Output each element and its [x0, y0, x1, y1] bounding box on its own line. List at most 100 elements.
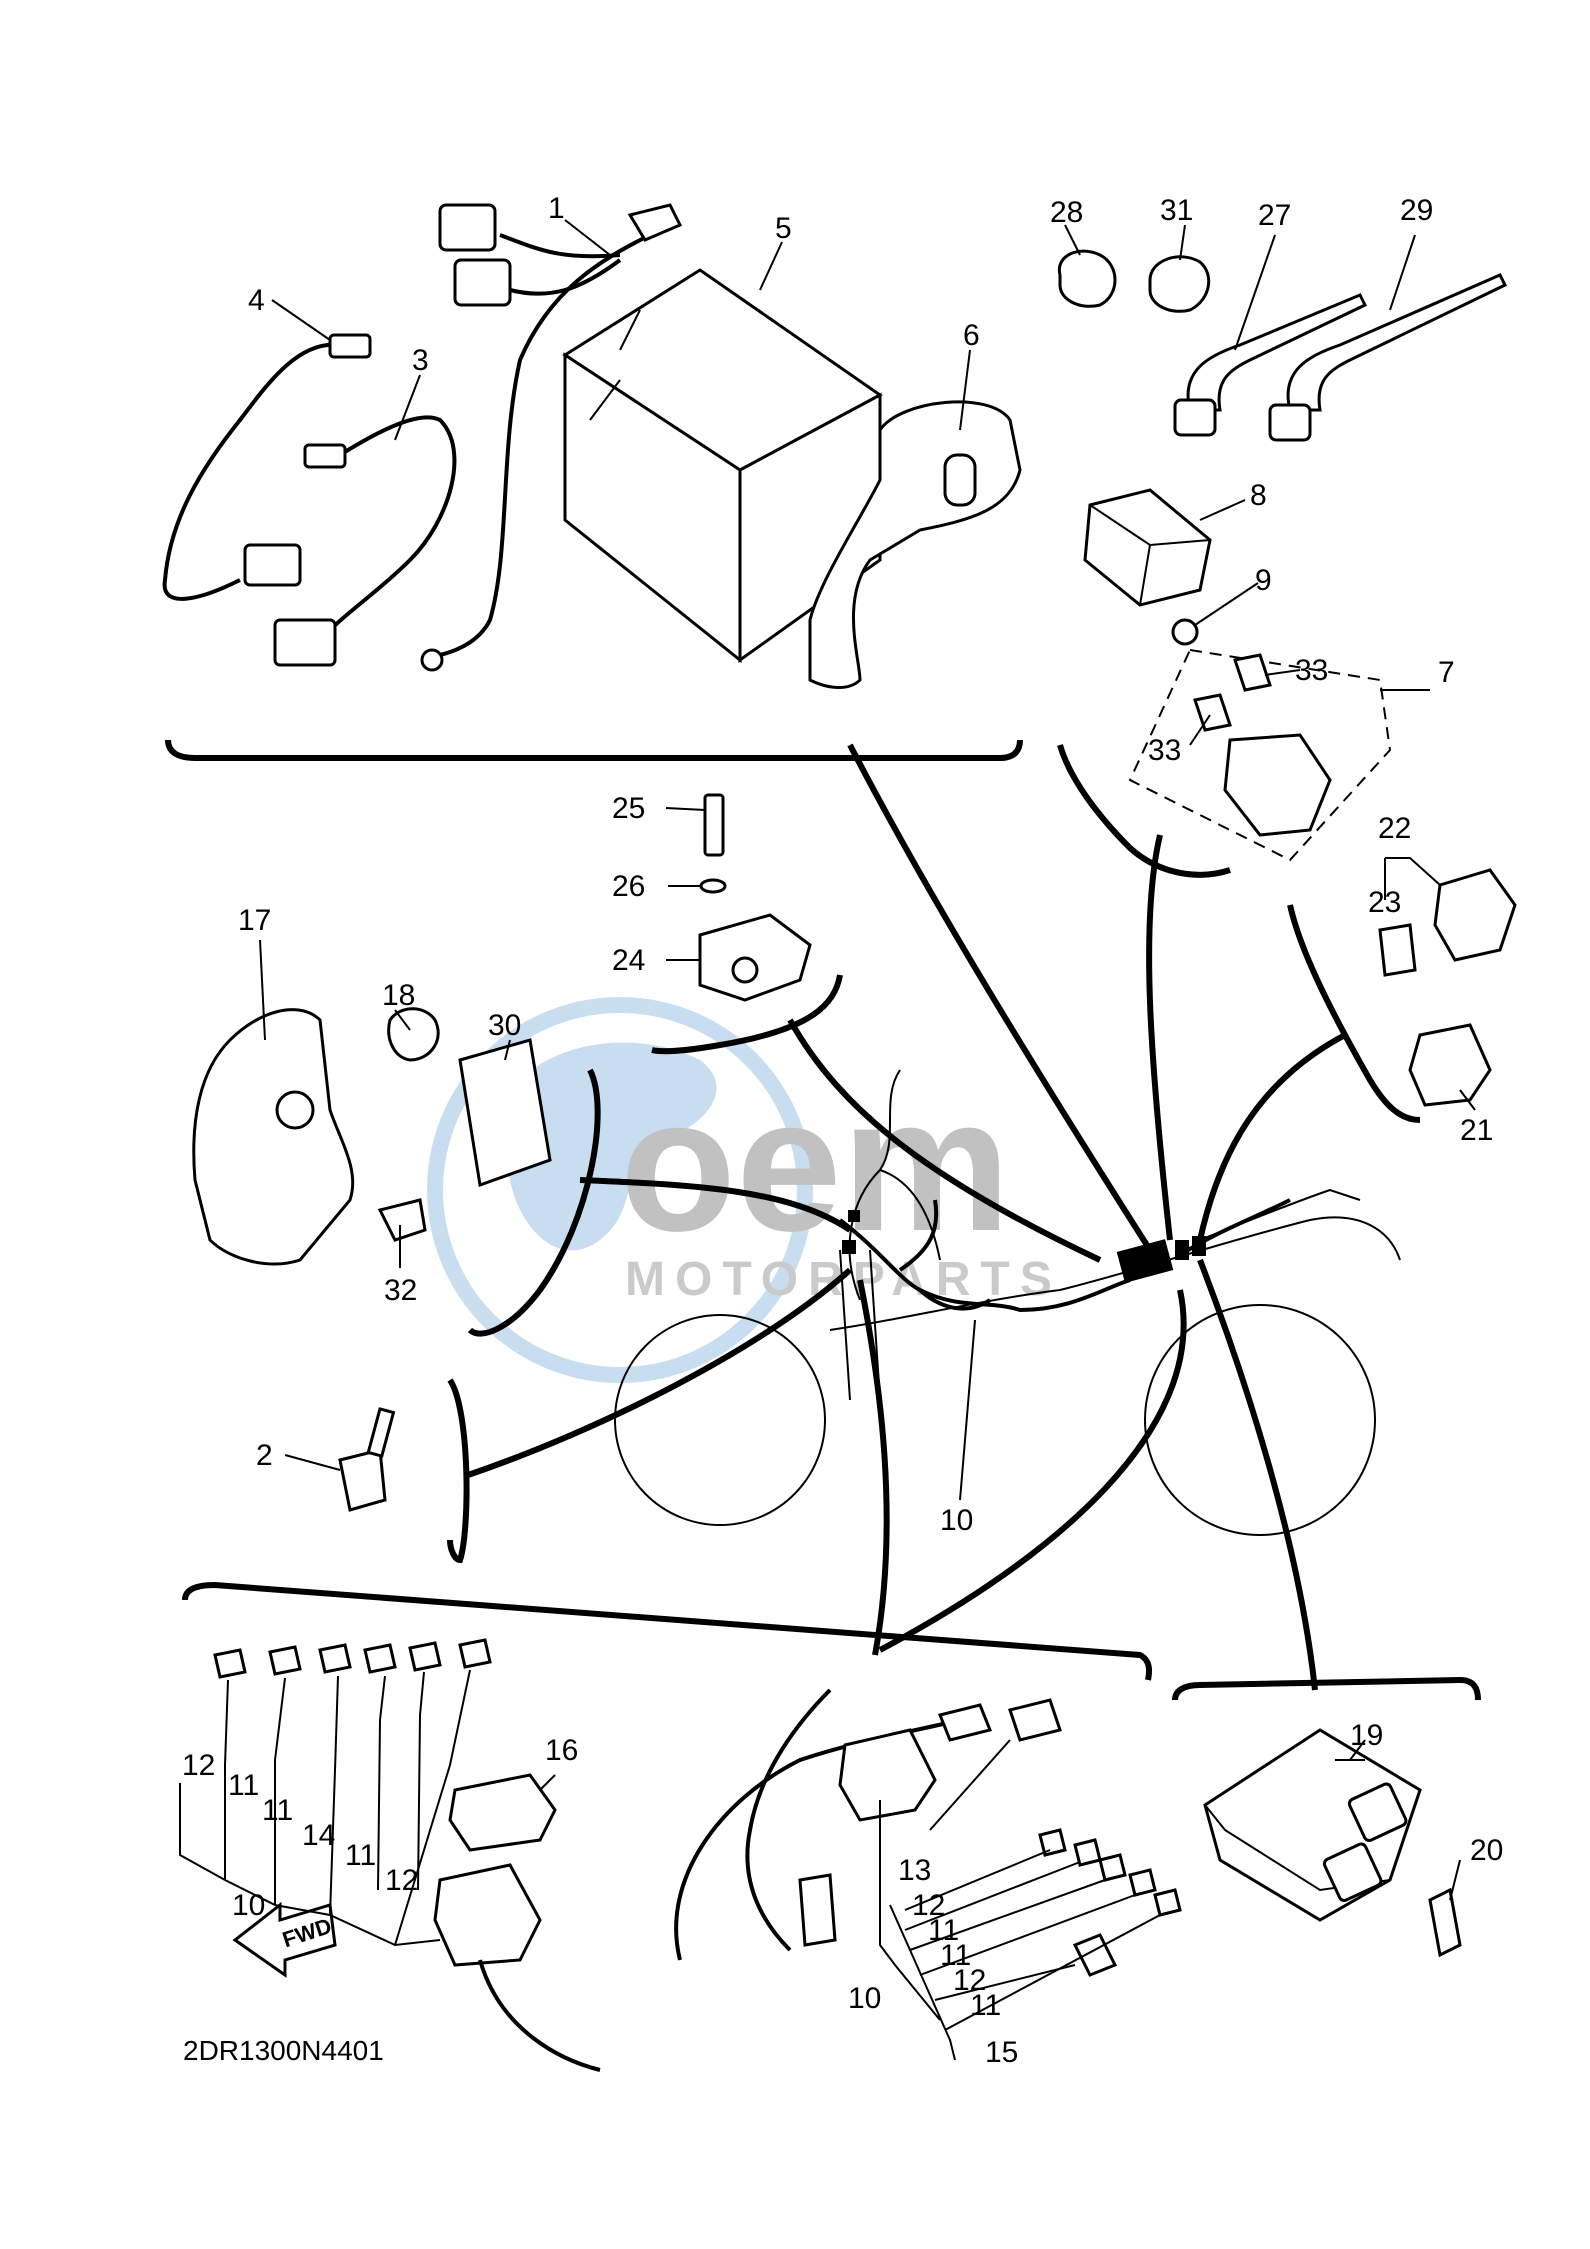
fuse-12a	[213, 1648, 247, 1679]
rectifier-socket-a	[1347, 1782, 1408, 1842]
callout-11d: 11	[928, 1914, 959, 1947]
starter-relay-lead-a	[499, 233, 621, 259]
front-wheel-outline	[614, 1314, 826, 1526]
fwd-arrow: FWD	[232, 1901, 337, 1978]
callout-17: 17	[238, 904, 271, 937]
fuse-section-border	[182, 1581, 1152, 1681]
callout-32: 32	[384, 1274, 417, 1307]
battery-cable-top-terminal	[627, 203, 683, 242]
line-sensor-to-harness	[467, 1267, 852, 1478]
relay-section-border	[1057, 744, 1231, 878]
coupler-21	[1408, 1023, 1492, 1107]
fuse-11a	[268, 1645, 302, 1676]
section-borders	[165, 739, 1481, 1701]
callout-20: 20	[1470, 1834, 1503, 1867]
callout-1: 1	[548, 192, 565, 225]
callout-12b: 12	[385, 1864, 418, 1897]
callout-11a: 11	[228, 1769, 259, 1802]
callout-24: 24	[612, 944, 645, 977]
callout-33b: 33	[1148, 734, 1181, 767]
callout-16: 16	[545, 1734, 578, 1767]
callout-8: 8	[1250, 479, 1267, 512]
battery	[562, 268, 883, 664]
line-fuse-to-harness-2	[878, 1289, 1187, 1653]
rectifier-section-border	[1172, 1676, 1481, 1701]
harness-connector-c	[842, 1240, 856, 1254]
relay-section	[1083, 488, 1392, 862]
cable-tie-27-head	[1173, 398, 1217, 437]
callout-23: 23	[1368, 886, 1401, 919]
fuse-12d	[1128, 1868, 1157, 1897]
harness-connector-border	[1287, 904, 1421, 1123]
callout-4: 4	[248, 284, 265, 317]
callout-11c: 11	[345, 1839, 376, 1872]
harness-connector-d	[848, 1210, 860, 1222]
sensor-bracket-section	[698, 793, 812, 1002]
fuse-box-10a	[433, 1863, 542, 1967]
line-battery-to-harness	[847, 743, 1153, 1252]
fuse-box-cover-16	[448, 1773, 557, 1852]
coupler-cover-23	[1378, 923, 1417, 977]
fuse-12c	[1038, 1828, 1067, 1857]
watermark: oem MOTORPARTS	[427, 997, 1052, 1383]
callout-12c: 12	[912, 1889, 945, 1922]
callout-7: 7	[1438, 656, 1455, 689]
battery-cable-terminal	[420, 648, 444, 672]
fuse-puller-15	[1072, 1933, 1118, 1977]
bracket-24-hole	[731, 956, 759, 984]
callout-21: 21	[1460, 1114, 1493, 1147]
clamps-section	[1057, 249, 1508, 442]
ecu-bracket-17	[192, 1008, 355, 1266]
rear-wheel-outline	[1144, 1304, 1376, 1536]
callout-6: 6	[963, 319, 980, 352]
callout-11b: 11	[262, 1794, 293, 1827]
fuse-box-plug	[937, 1703, 993, 1742]
watermark-globe	[427, 997, 813, 1383]
callout-18: 18	[382, 979, 415, 1012]
cable-clamp-31	[1148, 255, 1211, 313]
diagram-code: 2DR1300N4401	[183, 2035, 384, 2066]
cable-clamp-28	[1057, 249, 1117, 308]
harness-branch	[898, 1199, 992, 1311]
ecu-section-border	[467, 1068, 601, 1337]
relay-assembly-outline	[1128, 648, 1392, 862]
sensor-2-section	[338, 1407, 396, 1512]
bolt-20	[1428, 1887, 1462, 1958]
cable-tie-27	[1186, 293, 1368, 412]
callout-14: 14	[302, 1819, 335, 1852]
battery-section-border	[165, 739, 1023, 761]
relay-boot-33a	[1233, 653, 1272, 692]
callout-10b: 10	[232, 1889, 265, 1922]
lead-wire-3-connector	[273, 618, 337, 667]
fuse-box-10b	[838, 1728, 937, 1822]
fuse-11d	[1073, 1838, 1102, 1867]
callout-12d: 12	[953, 1964, 986, 1997]
fuse-12b	[458, 1638, 492, 1669]
callout-10c: 10	[848, 1982, 881, 2015]
rectifier-section	[1203, 1728, 1462, 1958]
battery-minus-cable	[439, 233, 651, 657]
connecting-lines	[467, 743, 1347, 1691]
callout-12a: 12	[182, 1749, 215, 1782]
lead-wire-4-connector	[243, 543, 302, 587]
rectifier-socket-b	[1322, 1842, 1383, 1902]
relay-cover-8	[1083, 488, 1212, 607]
line-relay-to-harness	[1146, 834, 1173, 1241]
battery-section	[162, 203, 1022, 689]
callout-5: 5	[775, 212, 792, 245]
fuse-section: FWD	[213, 1638, 1182, 2072]
sensor-2	[338, 1448, 387, 1512]
callout-25: 25	[612, 792, 645, 825]
lead-wire-4-plug	[328, 333, 372, 359]
harness-connector-a	[1175, 1240, 1189, 1260]
main-wire-harness	[838, 1198, 1291, 1313]
lead-wire-3-plug	[303, 443, 347, 469]
leader-lines	[179, 219, 1476, 2061]
cable-tie-29-head	[1268, 403, 1312, 442]
fuse-11f	[1153, 1888, 1182, 1917]
callout-33a: 33	[1295, 654, 1328, 687]
coupler-22	[1433, 868, 1517, 962]
fuse-harness-run-2	[745, 1688, 832, 1952]
line-connector-to-harness	[1197, 1032, 1347, 1241]
screw-32	[377, 1198, 427, 1242]
